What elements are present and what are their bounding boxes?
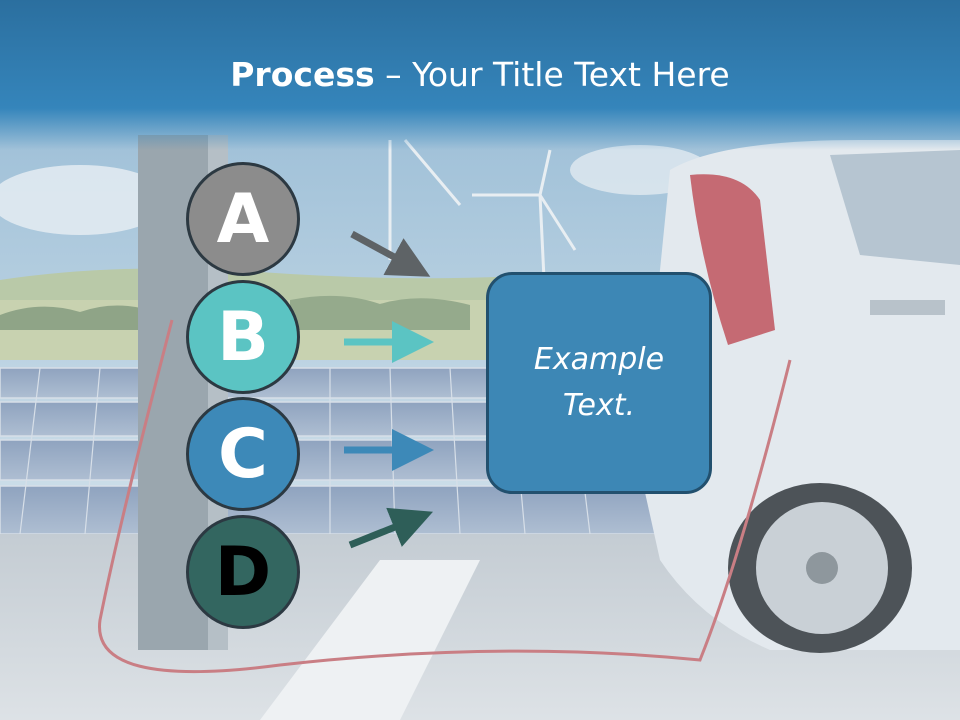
title-bold: Process: [230, 55, 375, 94]
arrow-a: [350, 230, 431, 277]
step-circle-b: B: [186, 280, 300, 394]
title-rest: – Your Title Text Here: [374, 55, 730, 94]
step-circle-a: A: [186, 162, 300, 276]
step-letter-d: D: [214, 532, 272, 612]
step-letter-b: B: [217, 297, 269, 377]
arrow-d: [348, 507, 433, 549]
example-text: Example Text.: [533, 342, 665, 423]
example-text-box: Example Text.: [486, 272, 712, 494]
page-title: Process – Your Title Text Here: [0, 52, 960, 98]
step-letter-c: C: [218, 414, 268, 494]
step-circle-d: D: [186, 515, 300, 629]
step-letter-a: A: [216, 179, 270, 259]
title-bar: [0, 0, 960, 150]
step-circle-c: C: [186, 397, 300, 511]
